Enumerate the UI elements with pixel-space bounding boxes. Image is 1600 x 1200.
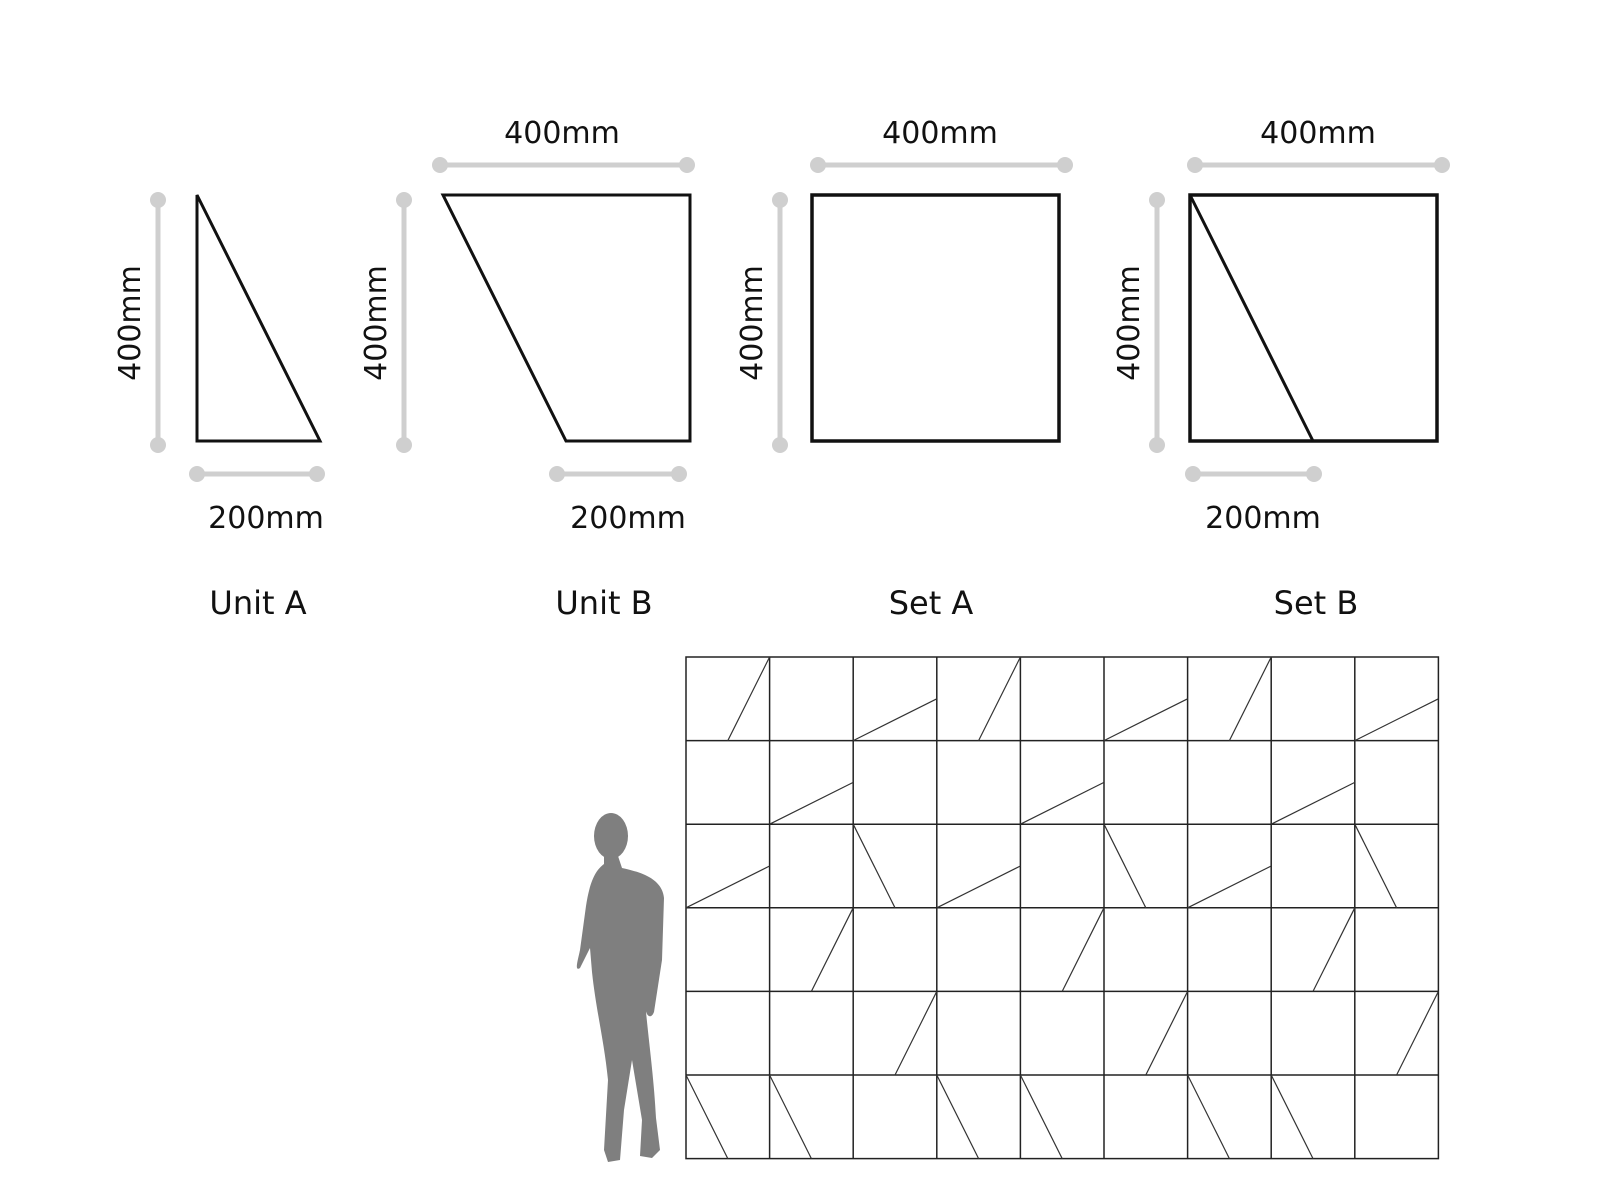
- tile-diagonal: [769, 1074, 812, 1159]
- dimension-end-dot: [1434, 157, 1450, 173]
- dimension-end-dot: [1187, 157, 1203, 173]
- set-b-drawing: 400mm 400mm 200mm Set B: [1112, 116, 1450, 622]
- dimension-end-dot: [1185, 466, 1201, 482]
- tile-diagonal: [1354, 823, 1398, 909]
- set-b-width-label: 400mm: [1260, 116, 1376, 151]
- dimension-end-dot: [150, 437, 166, 453]
- tile-diagonal: [685, 1074, 729, 1159]
- unit-a-drawing: 400mm 200mm Unit A: [113, 192, 325, 622]
- unit-b-height-label: 400mm: [359, 265, 394, 381]
- silhouette-body: [576, 856, 664, 1162]
- tile-diagonal: [1187, 865, 1272, 909]
- dimension-end-dot: [772, 192, 788, 208]
- dimension-end-dot: [1149, 437, 1165, 453]
- set-a-height-label: 400mm: [735, 265, 770, 381]
- unit-b-width-label: 400mm: [504, 116, 620, 151]
- tile-diagonal: [1019, 1074, 1063, 1159]
- tile-diagonal: [852, 698, 938, 742]
- unit-a-triangle: [195, 194, 323, 443]
- set-b-bottom-label: 200mm: [1205, 501, 1321, 536]
- set-b-title: Set B: [1274, 584, 1359, 622]
- dimension-end-dot: [396, 192, 412, 208]
- tile-diagonal: [1312, 907, 1356, 992]
- tile-wall-grid: [685, 656, 1440, 1160]
- tile-diagonal: [978, 656, 1021, 741]
- unit-b-bottom-label: 200mm: [570, 501, 686, 536]
- dimension-end-dot: [810, 157, 826, 173]
- tile-diagonal: [685, 865, 770, 909]
- tile-diagonal: [727, 656, 771, 741]
- tile-diagonal: [1228, 656, 1272, 741]
- dimension-end-dot: [772, 437, 788, 453]
- dimension-end-dot: [150, 192, 166, 208]
- dimension-end-dot: [396, 437, 412, 453]
- tile-diagonal: [769, 781, 854, 825]
- unit-b-title: Unit B: [555, 584, 652, 622]
- dimension-end-dot: [679, 157, 695, 173]
- tile-diagonal: [1270, 1074, 1314, 1159]
- set-b-diagonal: [1188, 194, 1315, 442]
- dimension-end-dot: [1306, 466, 1322, 482]
- unit-b-drawing: 400mm 400mm 200mm Unit B: [359, 116, 695, 622]
- set-a-title: Set A: [889, 584, 974, 622]
- tile-diagonal: [1187, 1074, 1230, 1159]
- unit-a-height-label: 400mm: [113, 265, 148, 381]
- set-a-drawing: 400mm 400mm Set A: [735, 116, 1073, 622]
- tile-diagonal: [894, 991, 938, 1076]
- set-b-square: [1188, 193, 1439, 443]
- silhouette-head: [594, 813, 628, 859]
- unit-b-trapezoid: [440, 193, 692, 443]
- tile-diagonal: [1103, 698, 1188, 742]
- unit-a-title: Unit A: [209, 584, 306, 622]
- tile-diagonal: [1354, 698, 1439, 742]
- tile-diagonal: [1020, 781, 1105, 825]
- tile-diagonal: [1061, 907, 1105, 992]
- set-a-square: [810, 193, 1061, 443]
- dimension-end-dot: [549, 466, 565, 482]
- dimension-end-dot: [671, 466, 687, 482]
- tile-diagonal: [936, 865, 1021, 909]
- tile-diagonal: [1396, 991, 1439, 1076]
- tile-diagonal: [1103, 823, 1147, 909]
- dimension-end-dot: [309, 466, 325, 482]
- human-silhouette: [576, 813, 664, 1162]
- tile-diagonal: [1270, 781, 1356, 825]
- dimension-end-dot: [189, 466, 205, 482]
- unit-a-bottom-label: 200mm: [208, 501, 324, 536]
- tile-diagonal: [1145, 991, 1189, 1076]
- dimension-end-dot: [1149, 192, 1165, 208]
- set-b-height-label: 400mm: [1112, 265, 1147, 381]
- tile-diagonal: [810, 907, 854, 992]
- tile-diagonal: [852, 823, 896, 909]
- tile-diagonal: [936, 1074, 980, 1159]
- dimension-end-dot: [1057, 157, 1073, 173]
- dimension-end-dot: [432, 157, 448, 173]
- set-a-width-label: 400mm: [882, 116, 998, 151]
